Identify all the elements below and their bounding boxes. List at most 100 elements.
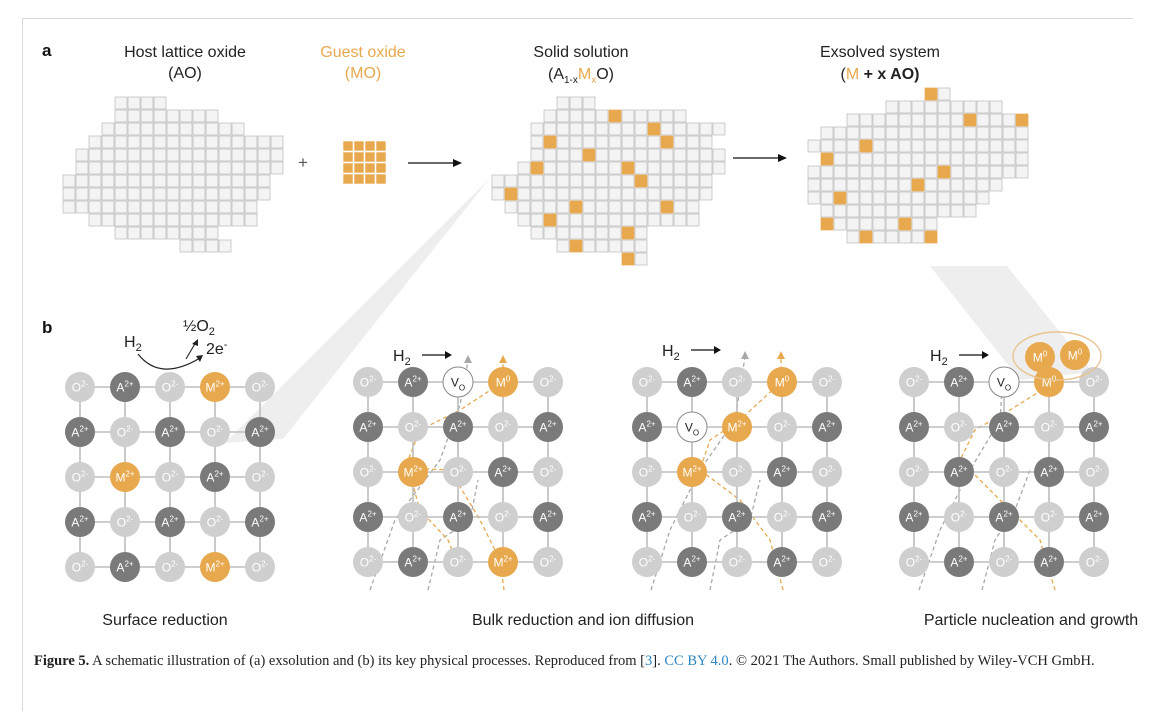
- oxygen-ion: [245, 552, 275, 582]
- lattice-cell: [976, 113, 990, 127]
- lattice-cell: [1015, 126, 1029, 140]
- lattice-cell: [647, 161, 661, 175]
- lattice-cell: [218, 239, 232, 253]
- lattice-cell: [872, 152, 886, 166]
- lattice-cell: [192, 226, 206, 240]
- guest-cell: [898, 217, 912, 231]
- lattice-cell: [976, 139, 990, 153]
- lattice-cell: [898, 230, 912, 244]
- oxygen-ion-label: O2-: [360, 465, 377, 480]
- lattice-cell: [950, 152, 964, 166]
- lattice-cell: [257, 161, 271, 175]
- lattice-cell: [898, 139, 912, 153]
- lattice-cell: [911, 217, 925, 231]
- lattice-cell: [504, 174, 518, 188]
- lattice-cell: [885, 113, 899, 127]
- lattice-cell: [673, 174, 687, 188]
- lattice-cell: [846, 204, 860, 218]
- lattice-cell: [543, 161, 557, 175]
- lattice-cell: [88, 187, 102, 201]
- lattice-cell: [530, 200, 544, 214]
- host-cation: [944, 547, 974, 577]
- lattice-cell: [88, 148, 102, 162]
- h2-label-4: H2: [930, 348, 948, 368]
- lattice-cell: [634, 213, 648, 227]
- oxygen-ion-label: O2-: [951, 510, 968, 525]
- oxygen-ion: [722, 367, 752, 397]
- host-cation: [398, 547, 428, 577]
- oxygen-ion-label: O2-: [819, 375, 836, 390]
- host-cation-label: A2+: [71, 515, 88, 530]
- lattice-cell: [192, 122, 206, 136]
- lattice-cell: [885, 204, 899, 218]
- oxygen-ion: [200, 417, 230, 447]
- reference-link[interactable]: 3: [645, 653, 653, 669]
- guest-cell: [375, 162, 387, 174]
- host-cation: [812, 412, 842, 442]
- lattice-cell: [244, 161, 258, 175]
- lattice-cell: [621, 213, 635, 227]
- lattice-cell: [218, 200, 232, 214]
- host-cation-label: A2+: [116, 560, 133, 575]
- lattice-cell: [244, 174, 258, 188]
- oxygen-ion: [812, 457, 842, 487]
- lattice-cell: [517, 161, 531, 175]
- diffusion-path: [369, 360, 469, 591]
- lattice-cell: [937, 100, 951, 114]
- lattice-cell: [582, 200, 596, 214]
- lattice-cell: [911, 100, 925, 114]
- lattice-cell: [257, 187, 271, 201]
- lattice-cell: [833, 165, 847, 179]
- host-cation: [944, 367, 974, 397]
- lattice-cell: [608, 200, 622, 214]
- lattice-cell: [898, 178, 912, 192]
- oxygen-ion-label: O2-: [951, 420, 968, 435]
- lattice-cell: [989, 100, 1003, 114]
- stage-label-surface: Surface reduction: [102, 612, 227, 629]
- license-link[interactable]: CC BY 4.0: [664, 653, 729, 669]
- lattice-cell: [1002, 139, 1016, 153]
- lattice-cell: [699, 174, 713, 188]
- lattice-cell: [114, 122, 128, 136]
- lattice-cell: [911, 165, 925, 179]
- oxygen-ion: [533, 367, 563, 397]
- lattice-cell: [192, 148, 206, 162]
- oxygen-ion-label: O2-: [162, 380, 179, 395]
- lattice-cell: [205, 174, 219, 188]
- lattice-cell: [582, 135, 596, 149]
- lattice-cell: [595, 239, 609, 253]
- diffusion-path: [427, 479, 479, 591]
- h2-label-2: H2: [393, 348, 411, 368]
- lattice-cell: [75, 187, 89, 201]
- lattice-cell: [179, 161, 193, 175]
- lattice-cell: [179, 109, 193, 123]
- guest-cell: [859, 230, 873, 244]
- guest-cell: [569, 200, 583, 214]
- lattice-cell: [140, 109, 154, 123]
- lattice-cell: [937, 87, 951, 101]
- lattice-cell: [114, 200, 128, 214]
- lattice-cell: [543, 187, 557, 201]
- lattice-cell: [872, 126, 886, 140]
- lattice-cell: [712, 148, 726, 162]
- lattice-cell: [569, 96, 583, 110]
- guest-cation-label: M2+: [115, 470, 134, 485]
- lattice-cell: [101, 122, 115, 136]
- lattice-cell: [257, 148, 271, 162]
- lattice-cell: [621, 135, 635, 149]
- lattice-cell: [885, 126, 899, 140]
- lattice-cell: [833, 126, 847, 140]
- lattice-cell: [989, 178, 1003, 192]
- plus-sign: +: [298, 153, 308, 172]
- lattice-cell: [75, 148, 89, 162]
- guest-cell: [621, 161, 635, 175]
- guest-oxide-grid: [342, 140, 387, 185]
- host-cation: [110, 372, 140, 402]
- lattice-cell: [582, 187, 596, 201]
- oxygen-vacancy-label: VO: [997, 376, 1011, 393]
- lattice-cell: [270, 161, 284, 175]
- lattice-cell: [621, 122, 635, 136]
- host-cation-label: A2+: [905, 420, 922, 435]
- lattice-cell: [976, 126, 990, 140]
- lattice-cell: [950, 178, 964, 192]
